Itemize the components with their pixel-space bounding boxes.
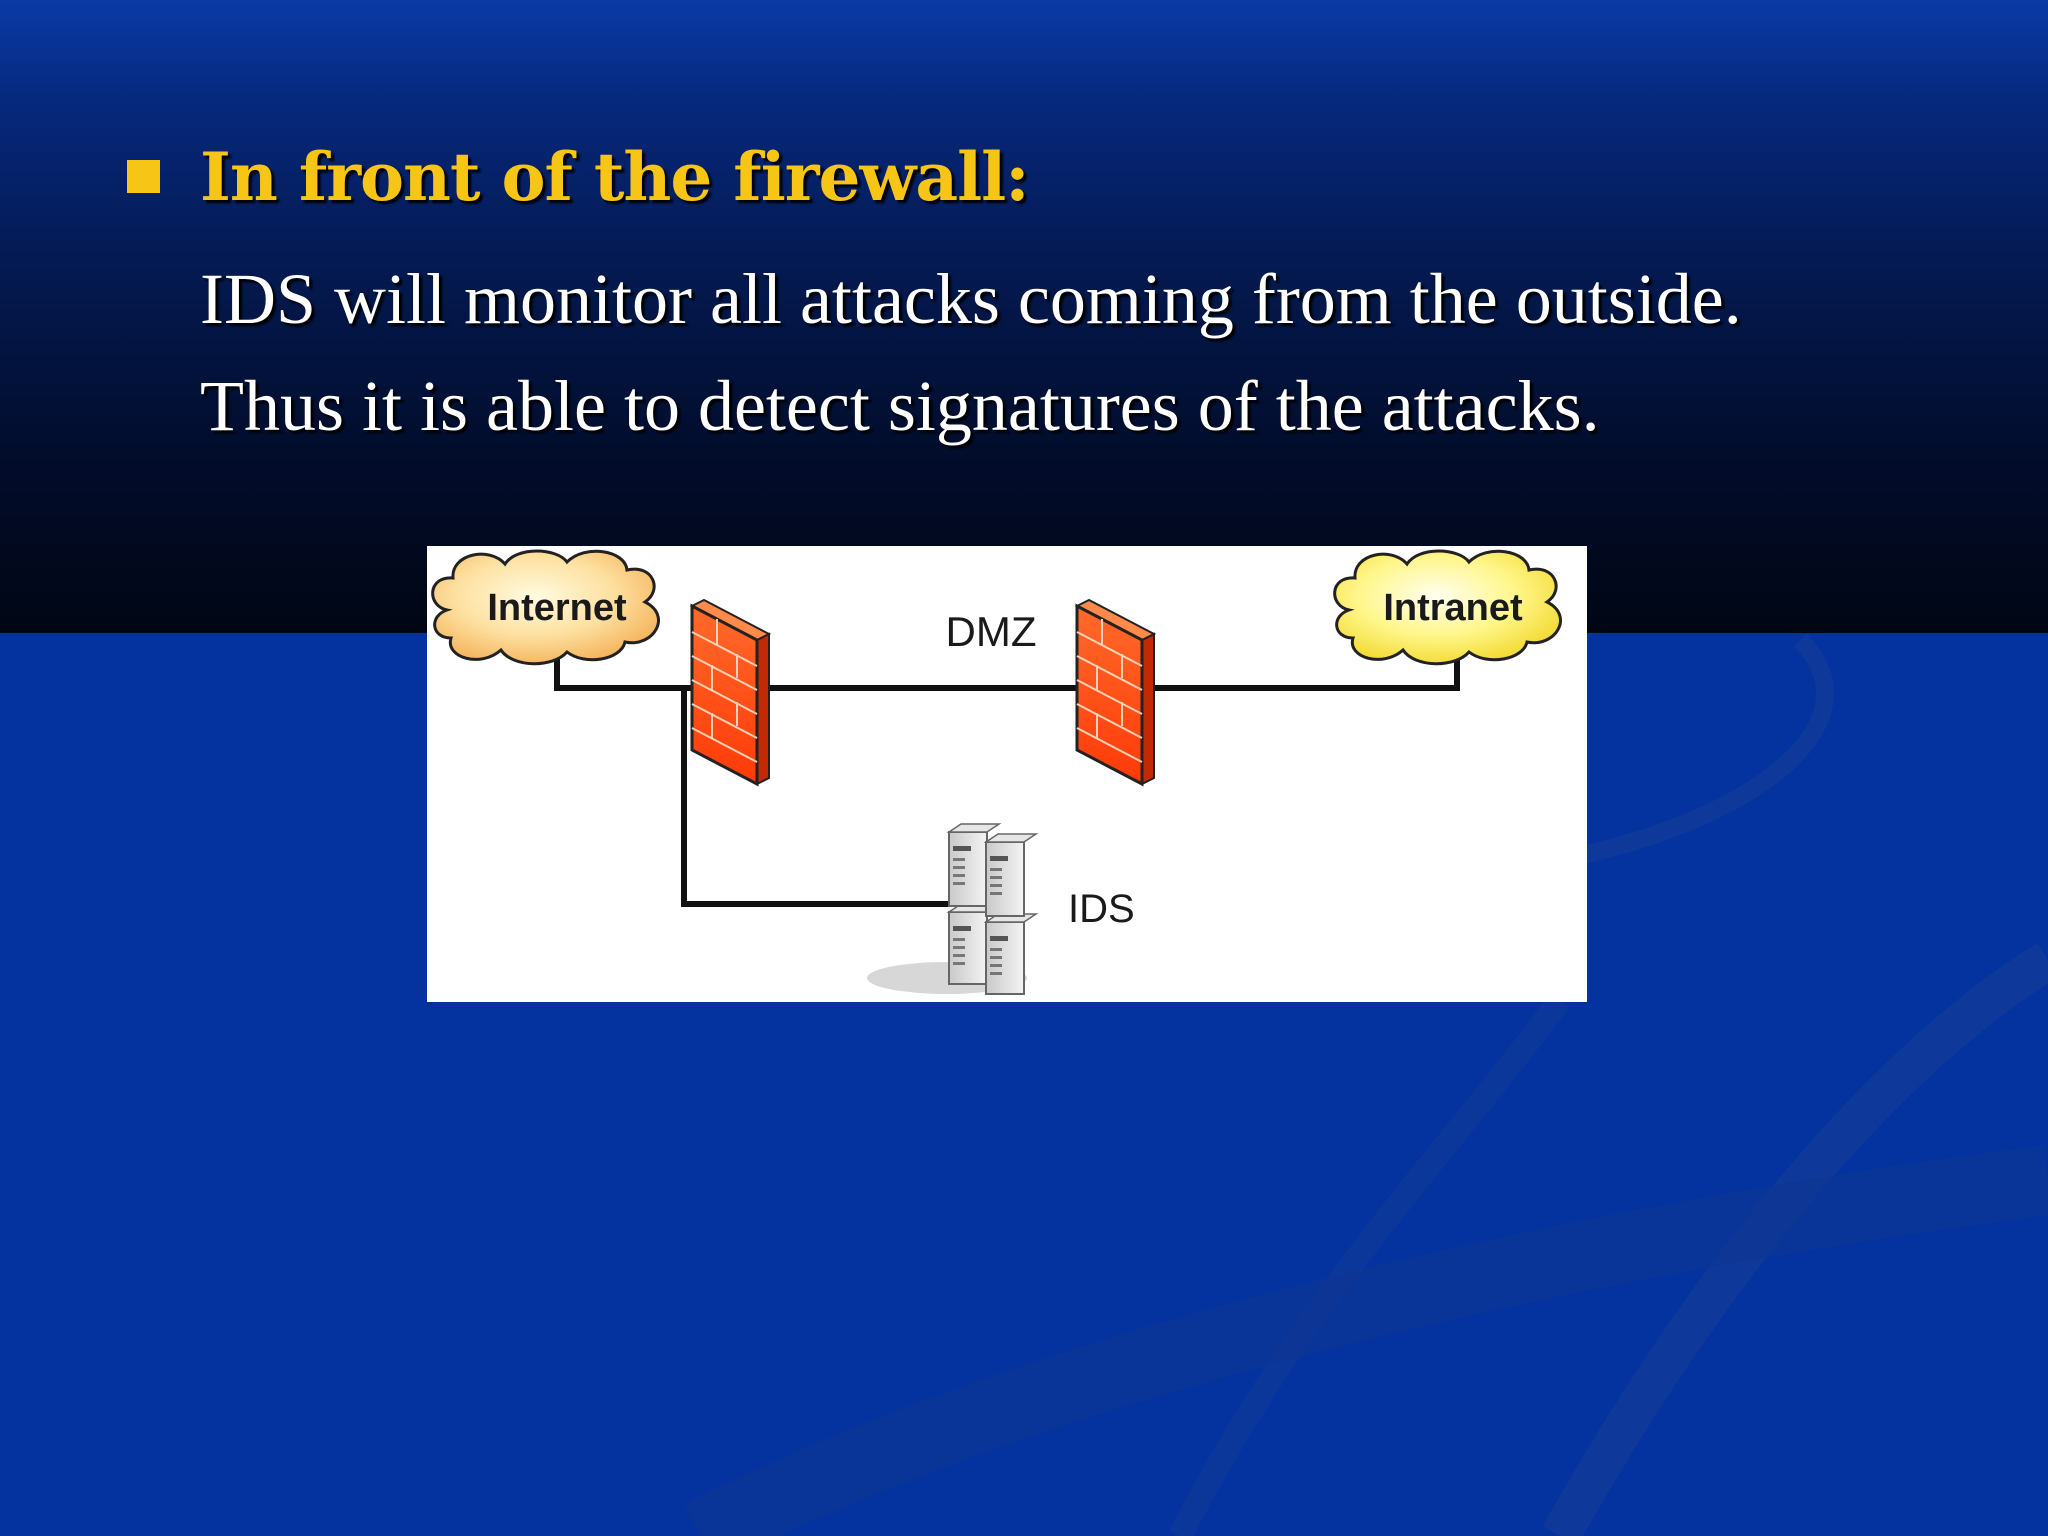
slide-heading: In front of the firewall: — [200, 138, 1030, 216]
ids-server-icon — [867, 823, 1039, 995]
body-line-1: IDS will monitor all attacks coming from… — [200, 259, 1742, 339]
internet-cloud-icon — [431, 549, 660, 666]
body-line-2: Thus it is able to detect signatures of … — [200, 366, 1600, 446]
network-diagram: Internet Intranet — [427, 546, 1587, 1002]
intranet-cloud-icon — [1333, 549, 1562, 666]
intranet-label: Intranet — [1383, 587, 1523, 629]
internet-label: Internet — [487, 587, 627, 629]
ids-label: IDS — [1068, 887, 1135, 931]
bullet-square-icon — [127, 160, 160, 193]
firewall-1-icon — [689, 598, 772, 787]
firewall-2-icon — [1074, 598, 1157, 787]
header-band — [0, 0, 2048, 633]
connection-lines — [554, 658, 1460, 907]
dmz-label: DMZ — [946, 608, 1037, 655]
